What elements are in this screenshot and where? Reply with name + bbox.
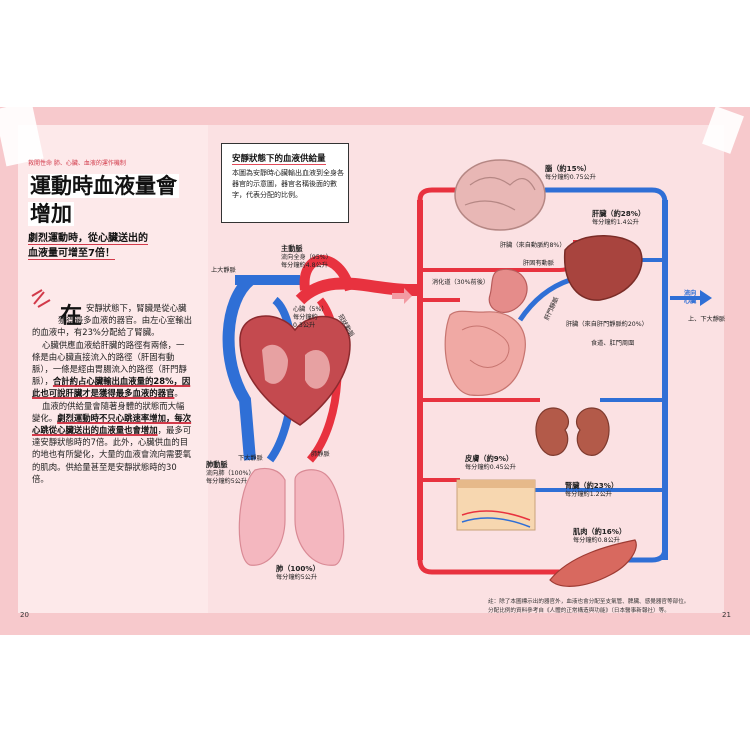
- info-box-text: 本圖為安靜時心臟輸出血液到全身各器官的示意圖，器官名稱後面的數字，代表分配的比例…: [232, 169, 344, 199]
- artery-to-brain: [417, 187, 480, 201]
- to-heart-label: 流向心臟: [684, 290, 697, 305]
- vein-from-brain: [545, 187, 668, 204]
- forward-arrow-icon: [392, 288, 412, 304]
- title-line-2: 增加: [28, 202, 74, 226]
- liver-illustration: [564, 235, 643, 301]
- subtitle-line-1: 劇烈運動時，從心臟送出的: [28, 233, 148, 245]
- return-arrow-icon: [670, 290, 712, 306]
- page-number-left: 20: [20, 611, 29, 619]
- body-p3-highlight: 劇烈運動時不只心跳速率增加，每次心跳從心臟送出的血液量也會增加: [32, 412, 192, 436]
- body-p2-c: 。: [174, 388, 183, 399]
- aorta-label: 主動脈流向全身（95%）每分鐘約4.8公升: [281, 244, 332, 270]
- portal-vein: [517, 277, 571, 322]
- ivc-label: 下大靜脈: [238, 455, 263, 462]
- body-text: 安靜狀態下，腎臟是從心臟 獲得最多血液的器官。由左心室輸出的血液中，有23%分配…: [32, 302, 192, 485]
- muscle-label: 肌肉（約16%）每分鐘約0.8公升: [573, 527, 627, 545]
- artery-to-muscle: [417, 559, 560, 575]
- svc-label: 上大靜脈: [211, 267, 236, 274]
- pulmonary-vein-label: 肺靜脈: [311, 451, 330, 458]
- brain-label: 腦（約15%）每分鐘約0.75公升: [545, 164, 596, 182]
- esophagus-anus-label: 食道、肛門周圍: [591, 340, 635, 347]
- right-lung-illustration: [294, 469, 345, 566]
- vena-cava-label: 上、下大靜脈: [688, 316, 726, 323]
- hepatic-artery-label: 肝固有動脈: [523, 260, 554, 267]
- footnote-line-2: 分配比例的資料參考自《人體的正常構造與功能》（日本醫事新報社）等。: [488, 608, 670, 614]
- stomach-illustration: [488, 268, 528, 313]
- info-box: 安靜狀態下的血液供給量 本圖為安靜時心臟輸出血液到全身各器官的示意圖，器官名稱後…: [221, 143, 349, 223]
- series-label: 救開性命 肺、心臟、血液的運作機制: [28, 160, 126, 167]
- liver-artery-share-label: 肝臟（來自動脈約8%）: [500, 242, 566, 249]
- drop-cap: 在: [60, 304, 83, 329]
- page-number-right: 21: [722, 611, 731, 619]
- footnote: 註：除了本圖標示出的器官外，血液也會分配至支氣管、脾臟、感覺器官等部位。 分配比…: [488, 598, 718, 616]
- left-lung-illustration: [238, 467, 286, 566]
- right-kidney-illustration: [575, 407, 610, 456]
- footnote-line-1: 註：除了本圖標示出的器官外，血液也會分配至支氣管、脾臟、感覺器官等部位。: [488, 599, 690, 605]
- body-p3-c: ，最多可達安靜狀態時的7倍。此外，心臟供血的目的地也有所變化，大量的血液會流向需…: [32, 425, 192, 484]
- title-line-1: 運動時血液量會: [28, 174, 179, 198]
- liver-label: 肝臟（約28%）每分鐘約1.4公升: [592, 209, 646, 227]
- svc-vessel: [222, 275, 256, 461]
- body-p1-a: 安靜狀態下，腎臟是從心臟: [86, 303, 187, 313]
- vein-from-muscle: [600, 547, 668, 563]
- skin-label: 皮膚（約9%）每分鐘約0.45公升: [465, 454, 516, 472]
- left-kidney-illustration: [535, 407, 570, 456]
- body-p3-a: 血液的供給量會隨著身體的狀態而大幅變化。: [32, 400, 185, 423]
- muscle-illustration: [549, 539, 637, 587]
- lung-label: 肺（100%）每分鐘約5公升: [276, 564, 320, 582]
- page-title: 運動時血液量會 增加: [28, 172, 203, 228]
- body-p2-a: 心臟供應血液給肝臟的路徑有兩條，一條是由心臟直接流入的路徑（肝固有動脈），一條是…: [32, 339, 187, 387]
- kidney-label: 腎臟（約23%）每分鐘約1.2公升: [565, 481, 619, 499]
- subtitle-line-2: 血液量可增至7倍！: [28, 248, 115, 260]
- body-p2-highlight: 合計約占心臟輸出血液量的28%，因此也可說肝臟才是獲得最多血液的器官: [32, 376, 191, 399]
- body-p1-b: 獲得最多血液的器官。由左心室輸出的血液中，有23%分配給了腎臟。: [32, 315, 192, 338]
- digestive-label: 消化道（30%前後）: [432, 279, 490, 286]
- page-subtitle: 劇烈運動時，從心臟送出的 血液量可增至7倍！: [28, 231, 203, 261]
- liver-portal-share-label: 肝臟（來自肝門靜脈約20%）: [566, 321, 648, 328]
- spark-icon: [31, 289, 51, 308]
- intestine-illustration: [444, 310, 526, 397]
- brain-illustration: [454, 159, 546, 231]
- info-box-title: 安靜狀態下的血液供給量: [232, 154, 326, 165]
- skin-illustration: [456, 479, 536, 531]
- aorta-arch: [299, 255, 355, 292]
- heart-illustration: [239, 315, 351, 426]
- pulmonary-artery-label: 肺動脈流向肺（100%）每分鐘約5公升: [206, 460, 255, 486]
